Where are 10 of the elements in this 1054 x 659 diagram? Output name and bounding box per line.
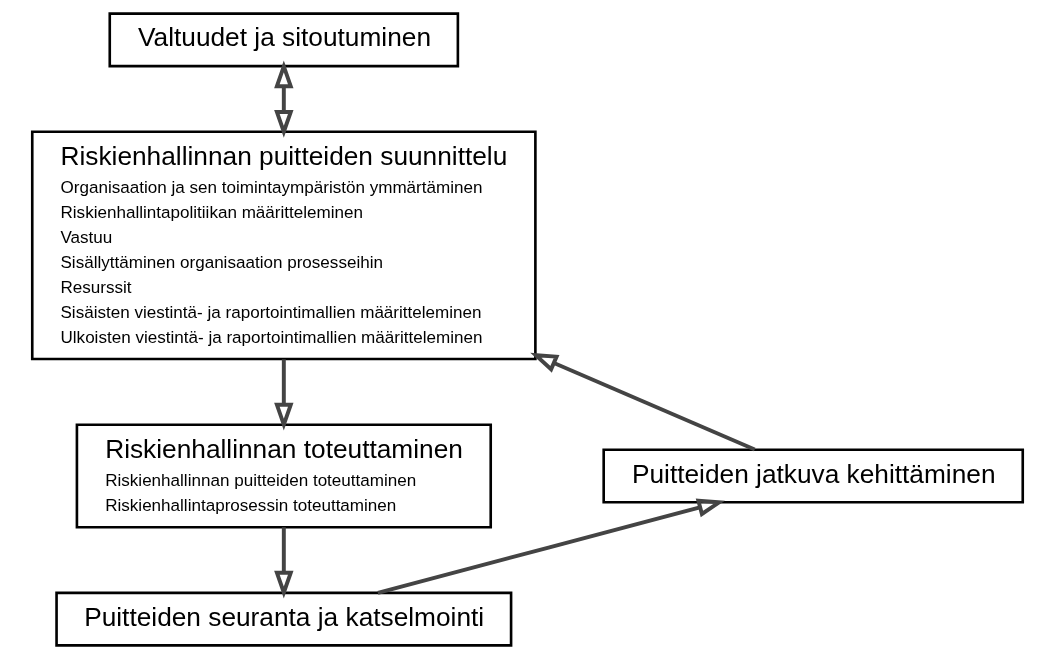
arrow: [376, 498, 725, 595]
node-box: Valtuudet ja sitoutuminen: [107, 12, 459, 68]
arrow: [273, 359, 293, 431]
arrow: [529, 352, 755, 452]
node-box: Puitteiden jatkuva kehittäminen: [601, 448, 1024, 504]
node-box: Riskienhallinnan puitteiden suunnittelu Organisaation ja sen toimintaympäristön ymmärtäminen Riskienhallintapolitiikan määritteleminen Vastuu Sisällyttäminen organisaation prosesseihin Resurssit Sisäisten viestintä- ja raportointimallien määritteleminen Ulkoisten viestintä- ja raportointimallien määritteleminen: [30, 130, 537, 361]
arrow: [273, 527, 293, 599]
node-box: Puitteiden seuranta ja katselmointi: [54, 591, 512, 647]
node-box: Riskienhallinnan toteuttaminen Riskienhallinnan puitteiden toteuttaminen Riskienhallintaprosessin toteuttaminen: [75, 423, 492, 529]
arrow: [273, 60, 293, 138]
